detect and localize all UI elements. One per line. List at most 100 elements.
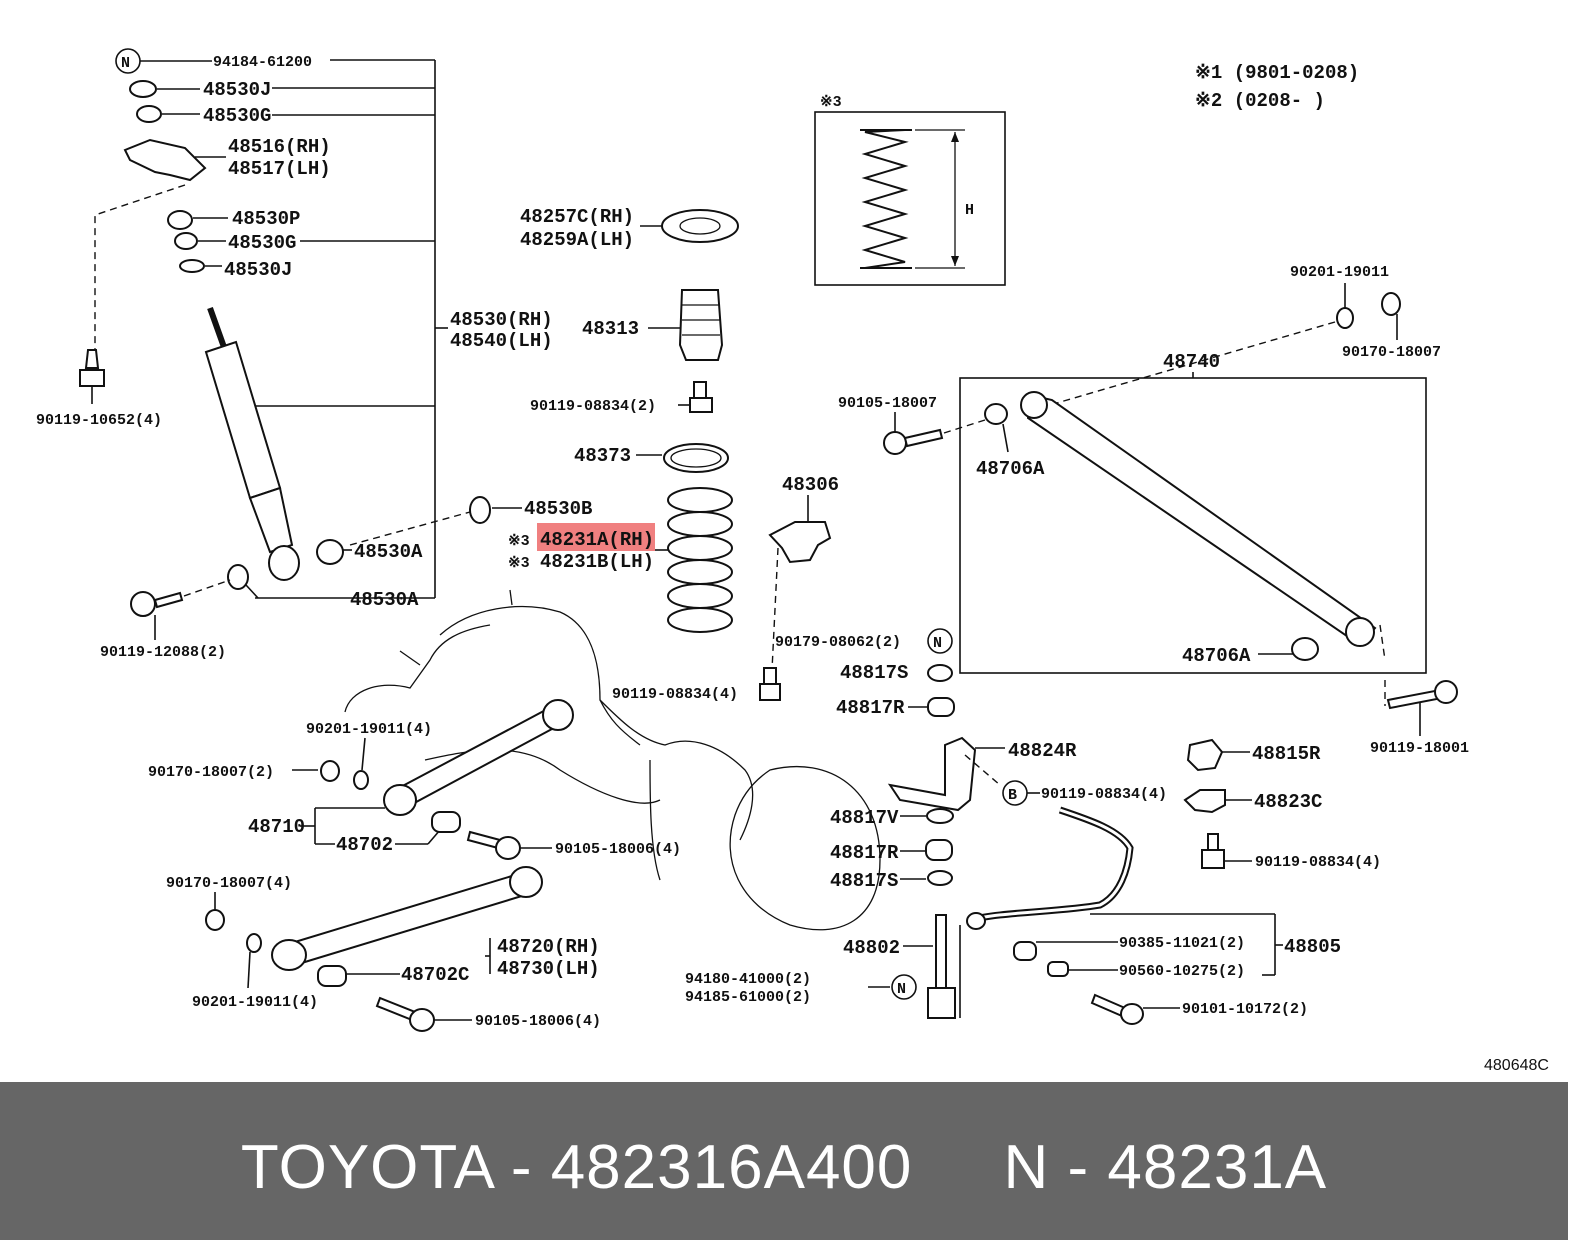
label-48516-rh: 48516(RH) xyxy=(228,136,331,158)
footer-part-number: TOYOTA - 482316A400 N - 48231A xyxy=(240,1133,1328,1202)
diagram-code: 480648C xyxy=(1484,1057,1549,1074)
bushing-48530a-upper xyxy=(316,539,344,565)
label-90170-18007-low: 90170-18007(4) xyxy=(166,875,292,892)
label-48373: 48373 xyxy=(574,445,631,467)
stabilizer-group: 48824R 48815R B 90119-08834(4) 48823C 90… xyxy=(685,736,1381,1025)
collar-90385-11021 xyxy=(1013,941,1037,961)
label-48817v: 48817V xyxy=(830,807,899,829)
bumper-48313 xyxy=(678,289,724,361)
spring-height-inset: ※3 H xyxy=(814,94,1006,286)
label-48517-lh: 48517(LH) xyxy=(228,158,331,180)
label-90170-18007-mid: 90170-18007(2) xyxy=(148,764,274,781)
lower-control-arm-group: 90170-18007(4) 90201-19011(4) 48720(RH) … xyxy=(166,866,601,1032)
cushion-48530g-top xyxy=(136,105,162,123)
label-48313: 48313 xyxy=(582,318,639,340)
cushion-48817s-lower xyxy=(927,870,953,886)
bushing-48706a-lower xyxy=(1291,637,1319,661)
label-90119-08834-stab2: 90119-08834(4) xyxy=(1255,854,1381,871)
stabilizer-bracket-48824r xyxy=(887,736,977,812)
washer-90201-19011-mid xyxy=(353,770,369,790)
bolt-90119-10652 xyxy=(79,369,105,387)
insulator-48257c xyxy=(661,209,739,243)
cushion-48530p xyxy=(167,210,193,230)
bolt-90105-18007 xyxy=(883,431,907,455)
label-48824r: 48824R xyxy=(1008,740,1077,762)
label-90201-19011-low: 90201-19011(4) xyxy=(192,994,318,1011)
label-90105-18006-upper: 90105-18006(4) xyxy=(555,841,681,858)
bracket-group-48306: 48306 90119-08834(4) 90179-08062(2) N 48… xyxy=(612,474,955,719)
label-48815r: 48815R xyxy=(1252,743,1321,765)
label-48530g-top: 48530G xyxy=(203,105,271,127)
label-48730-lh: 48730(LH) xyxy=(497,958,600,980)
label-90105-18006-lower: 90105-18006(4) xyxy=(475,1013,601,1030)
bolt-90119-08834-upper xyxy=(689,397,713,413)
label-90560-10275: 90560-10275(2) xyxy=(1119,963,1245,980)
label-48530b: 48530B xyxy=(524,498,592,520)
bolt-90105-18006-upper xyxy=(495,836,521,860)
label-48710: 48710 xyxy=(248,816,305,838)
label-48702: 48702 xyxy=(336,834,393,856)
suspension-parts-diagram: ※1 (9801-0208) ※2 (0208- ) ※3 H N 94184-… xyxy=(36,48,1549,1074)
stabilizer-link-48802 xyxy=(935,914,947,991)
label-48802: 48802 xyxy=(843,937,900,959)
bushing-48815r xyxy=(1186,738,1224,772)
label-48257c-rh: 48257C(RH) xyxy=(520,206,634,228)
label-48740: 48740 xyxy=(1163,351,1220,373)
bushing-48702 xyxy=(431,811,461,833)
note-1: ※1 (9801-0208) xyxy=(1195,62,1359,84)
label-90119-08834-stab: 90119-08834(4) xyxy=(1041,786,1167,803)
upper-control-arm-group: 90201-19011(4) 90170-18007(2) 48710 4870… xyxy=(148,699,681,860)
nut-90170-18007-low xyxy=(205,909,225,931)
label-48231a-rh: 48231A(RH) xyxy=(540,529,654,551)
label-90179-08062: 90179-08062(2) xyxy=(775,634,901,651)
bolt-90119-18001 xyxy=(1434,680,1458,704)
label-94180-41000: 94180-41000(2) xyxy=(685,971,811,988)
footer-bar: TOYOTA - 482316A400 N - 48231A xyxy=(0,1082,1568,1240)
label-48231b-lh: 48231B(LH) xyxy=(540,551,654,573)
label-48259a-lh: 48259A(LH) xyxy=(520,229,634,251)
label-48805: 48805 xyxy=(1284,936,1341,958)
cushion-48530g-lower xyxy=(174,232,198,250)
bolt-90101-10172 xyxy=(1120,1003,1144,1025)
label-90119-18001: 90119-18001 xyxy=(1370,740,1469,757)
label-90119-08834-upper: 90119-08834(2) xyxy=(530,398,656,415)
label-48306: 48306 xyxy=(782,474,839,496)
label-90119-12088: 90119-12088(2) xyxy=(100,644,226,661)
callout-n-top-text: N xyxy=(121,55,130,72)
lateral-rod-48740 xyxy=(1026,393,1377,647)
label-48706a-lower: 48706A xyxy=(1182,645,1251,667)
bushing-48702c xyxy=(317,965,347,987)
label-90201-19011-top: 90201-19011 xyxy=(1290,264,1389,281)
label-90101-10172: 90101-10172(2) xyxy=(1182,1001,1308,1018)
bolt-90119-08834-mid xyxy=(759,683,781,701)
shock-absorber-48530 xyxy=(204,340,282,500)
label-90105-18007: 90105-18007 xyxy=(838,395,937,412)
label-48530g-lower: 48530G xyxy=(228,232,296,254)
label-90385-11021: 90385-11021(2) xyxy=(1119,935,1245,952)
cushion-48817r-upper xyxy=(927,697,955,717)
label-48530a-upper: 48530A xyxy=(354,541,423,563)
insulator-48373 xyxy=(663,443,729,473)
label-48540-lh: 48540(LH) xyxy=(450,330,553,352)
nut-90170-18007-mid xyxy=(320,760,340,782)
lateral-rod-group: 48740 90201-19011 90170-18007 90105-1800… xyxy=(838,264,1469,757)
label-94184-61200: 94184-61200 xyxy=(213,54,312,71)
washer-90201-19011-low xyxy=(246,933,262,953)
shock-absorber-group: N 94184-61200 48530J 48530G 48516(RH) 48… xyxy=(36,48,592,661)
label-48817r-upper: 48817R xyxy=(836,697,905,719)
label-48702c: 48702C xyxy=(401,964,469,986)
label-90119-10652: 90119-10652(4) xyxy=(36,412,162,429)
callout-n-mid-text: N xyxy=(933,635,942,652)
spring-bracket-48306 xyxy=(768,521,832,564)
inset-note-3: ※3 xyxy=(820,94,842,111)
coil-spring-48231a xyxy=(667,607,733,633)
bushing-48530a-lower xyxy=(227,564,249,590)
label-48706a-upper: 48706A xyxy=(976,458,1045,480)
height-label: H xyxy=(965,202,974,219)
callout-n-mid xyxy=(927,628,953,654)
note-2: ※2 (0208- ) xyxy=(1195,90,1325,112)
label-48530j-top: 48530J xyxy=(203,79,271,101)
note-3-lh: ※3 xyxy=(508,555,530,572)
bushing-48706a-upper xyxy=(984,403,1008,425)
label-90170-18007-top: 90170-18007 xyxy=(1342,344,1441,361)
